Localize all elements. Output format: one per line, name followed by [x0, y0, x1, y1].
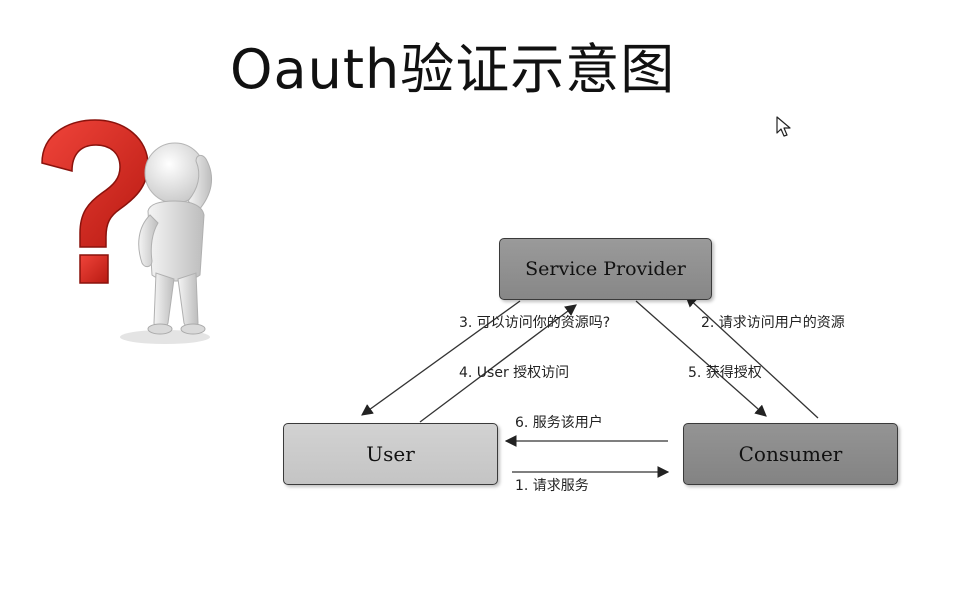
- arrow-step5: [635, 300, 767, 417]
- user-node: User: [283, 423, 498, 485]
- step6-label: 6. 服务该用户: [515, 415, 603, 431]
- step4-label: 4. User 授权访问: [459, 365, 570, 381]
- mouse-cursor-icon: [776, 116, 791, 137]
- consumer-node: Consumer: [683, 423, 898, 485]
- oauth-diagram: Service Provider User Consumer 3. 可以访问你的…: [270, 225, 920, 515]
- slide-title: Oauth验证示意图: [230, 38, 676, 101]
- step1-label: 1. 请求服务: [515, 478, 589, 494]
- diagram-arrows: [361, 295, 819, 478]
- arrow-step4: [419, 304, 577, 423]
- step3-label: 3. 可以访问你的资源吗?: [459, 315, 611, 331]
- arrow-step2: [685, 295, 819, 419]
- step2-label: 2. 请求访问用户的资源: [701, 315, 845, 331]
- arrow-step3: [361, 300, 521, 416]
- service-provider-node: Service Provider: [499, 238, 712, 300]
- step5-label: 5. 获得授权: [688, 365, 762, 381]
- thinking-figure-question-mark-icon: [41, 119, 213, 344]
